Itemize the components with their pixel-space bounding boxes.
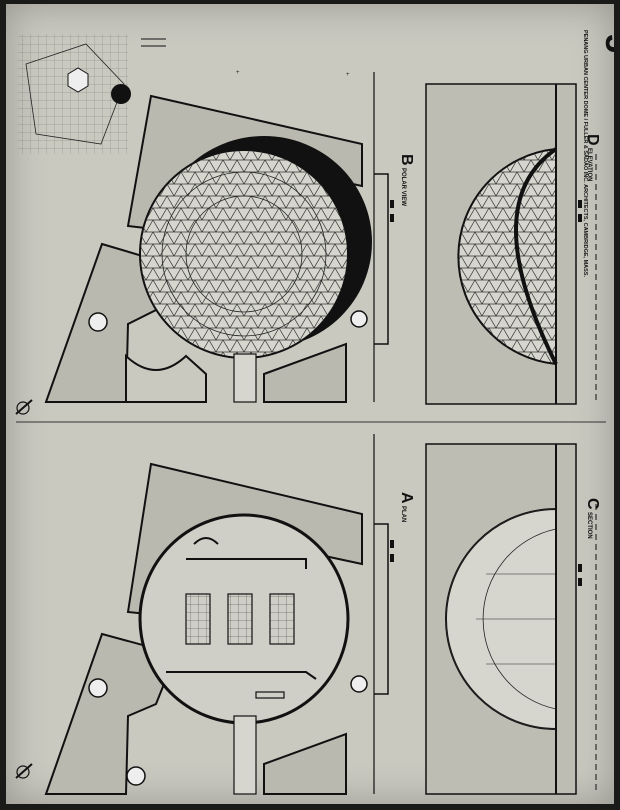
svg-text:POLAR VIEW: POLAR VIEW	[400, 168, 406, 206]
architectural-drawing: + +	[15, 30, 614, 795]
north-arrow-icon	[15, 763, 33, 779]
svg-text:PLAN: PLAN	[400, 506, 406, 522]
note-marker: +	[346, 72, 350, 78]
view-label-c: C SECTION	[584, 498, 601, 539]
compass-icon	[15, 399, 33, 415]
view-label-d: D ELEVATION	[584, 134, 601, 181]
floor-plan-drawing	[15, 434, 389, 795]
view-label-a: A PLAN	[398, 492, 415, 522]
view-label-b: B POLAR VIEW	[398, 154, 415, 206]
note-marker: +	[236, 70, 240, 76]
scale-bar-icon	[390, 200, 582, 586]
elevation-drawing	[425, 83, 597, 405]
section-drawing	[425, 443, 597, 795]
site-plan-inset	[18, 34, 166, 154]
sheet-number: 5	[598, 34, 614, 53]
svg-text:B: B	[398, 154, 415, 166]
svg-text:SECTION: SECTION	[586, 512, 592, 539]
svg-text:ELEVATION: ELEVATION	[586, 148, 592, 181]
title-block: PENANG URBAN CENTER DOME / FULLER & SADA…	[582, 30, 588, 277]
svg-text:D: D	[584, 134, 601, 146]
svg-text:C: C	[584, 498, 601, 510]
drawing-sheet: + +	[6, 4, 614, 804]
svg-text:A: A	[398, 492, 415, 504]
polar-view-drawing: + +	[15, 34, 389, 415]
